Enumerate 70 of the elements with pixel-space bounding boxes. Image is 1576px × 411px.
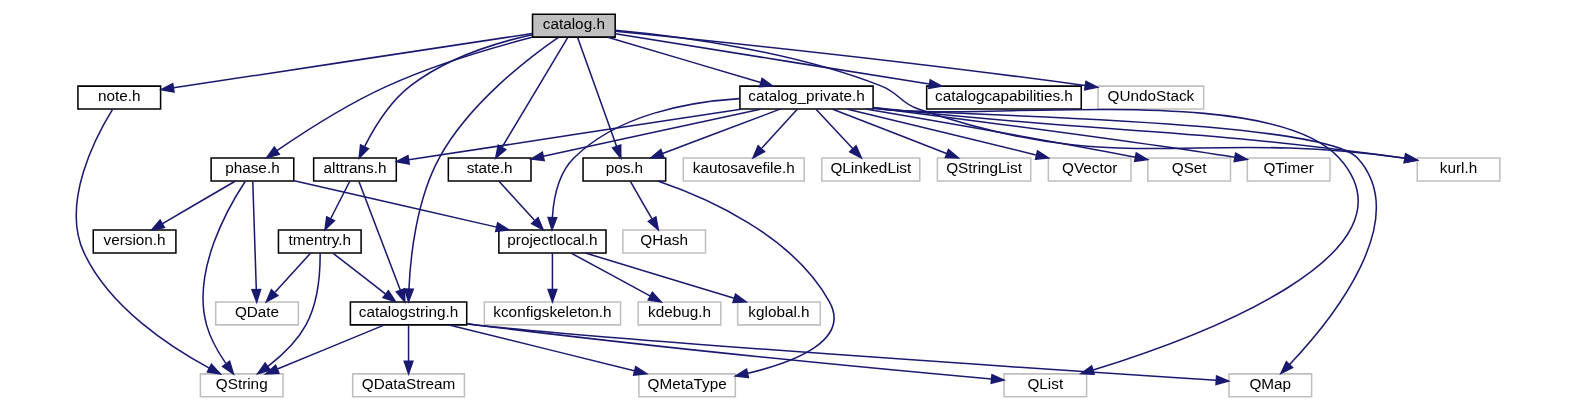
arrow xyxy=(815,108,863,160)
node-box: QHash xyxy=(622,229,707,254)
node-box: catalog_private.h xyxy=(739,85,874,110)
node-box: QSet xyxy=(1147,157,1232,182)
arrow xyxy=(75,108,223,375)
arrow xyxy=(648,108,781,159)
node-box: catalogstring.h xyxy=(349,301,468,326)
arrow xyxy=(657,180,835,379)
arrow xyxy=(250,180,262,305)
arrow xyxy=(202,180,246,376)
arrow xyxy=(614,29,1420,164)
node-box: kurl.h xyxy=(1416,157,1501,182)
arrow xyxy=(831,108,961,159)
arrow xyxy=(332,252,398,304)
node-box: version.h xyxy=(92,229,177,254)
node-box: QMap xyxy=(1228,373,1313,398)
node-box: QDate xyxy=(214,301,300,326)
arrow xyxy=(394,108,742,166)
arrow xyxy=(864,108,1150,163)
node-box: catalog.h xyxy=(531,13,616,38)
arrow xyxy=(614,33,944,90)
node-box: kconfigskeleton.h xyxy=(483,301,622,326)
arrow xyxy=(872,106,1420,164)
arrow xyxy=(358,33,533,161)
arrow xyxy=(264,252,312,304)
node-box: note.h xyxy=(77,85,162,110)
node-box: QDataStream xyxy=(351,373,466,398)
node-box: alttrans.h xyxy=(312,157,398,182)
arrow xyxy=(498,180,545,232)
arrow xyxy=(584,252,749,304)
arrow xyxy=(846,108,1051,161)
arrow xyxy=(149,180,236,232)
arrow xyxy=(358,180,406,304)
node-box: state.h xyxy=(447,157,532,182)
arrow xyxy=(614,30,1100,91)
node-box: kglobal.h xyxy=(736,301,822,326)
arrow xyxy=(547,97,741,233)
node-box: pos.h xyxy=(582,157,667,182)
node-box: QUndoStack xyxy=(1097,85,1205,110)
arrow xyxy=(263,324,385,375)
arrow xyxy=(606,36,775,88)
node-box: tmentry.h xyxy=(277,229,362,254)
node-box: QString xyxy=(199,373,284,398)
node-box: QLinkedList xyxy=(821,157,921,182)
arrow xyxy=(323,180,351,232)
arrow xyxy=(403,324,414,376)
arrow xyxy=(629,180,660,232)
node-box: kdebug.h xyxy=(637,301,722,326)
arrow xyxy=(264,36,533,160)
arrow xyxy=(529,108,762,162)
arrow xyxy=(466,323,1231,386)
node-box: QTimer xyxy=(1246,157,1331,182)
node-box: QMetaType xyxy=(638,373,737,398)
arrow xyxy=(403,36,560,304)
arrow xyxy=(255,252,321,376)
arrow xyxy=(570,252,664,303)
node-box: kautosavefile.h xyxy=(682,157,805,182)
node-box: phase.h xyxy=(210,157,295,182)
arrow xyxy=(547,252,558,304)
node-box: QVector xyxy=(1047,157,1132,182)
node-box: QList xyxy=(1003,373,1088,398)
node-box: projectlocal.h xyxy=(498,229,607,254)
arrow xyxy=(293,179,511,233)
arrow xyxy=(751,108,799,160)
arrow xyxy=(158,32,534,94)
arrow xyxy=(448,324,649,376)
arrow xyxy=(576,36,622,161)
node-box: catalogcapabilities.h xyxy=(925,85,1083,110)
node-box: QStringList xyxy=(936,157,1032,182)
arrow xyxy=(494,36,569,160)
